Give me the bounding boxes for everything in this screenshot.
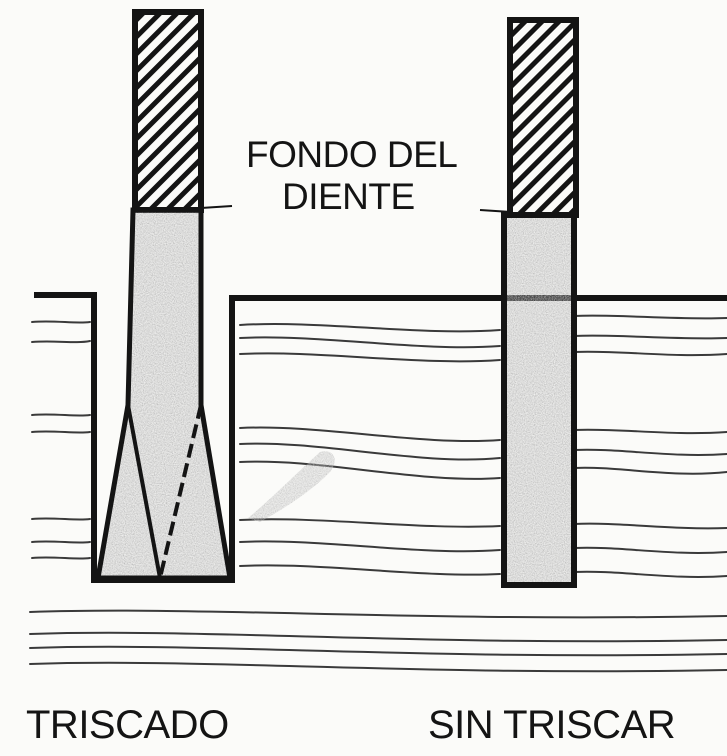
wood-knot [248,451,335,522]
tooth-bottom-label-line2: DIENTE [282,176,415,217]
set-saw-label: TRISCADO [26,703,229,747]
unset-saw-label: SIN TRISCAR [428,703,676,747]
tooth-bottom-label-line1: FONDO DEL [246,134,458,175]
wood-grain-lines [29,314,727,673]
unset-saw-tooth [479,17,579,588]
set-saw-tooth [95,9,233,581]
